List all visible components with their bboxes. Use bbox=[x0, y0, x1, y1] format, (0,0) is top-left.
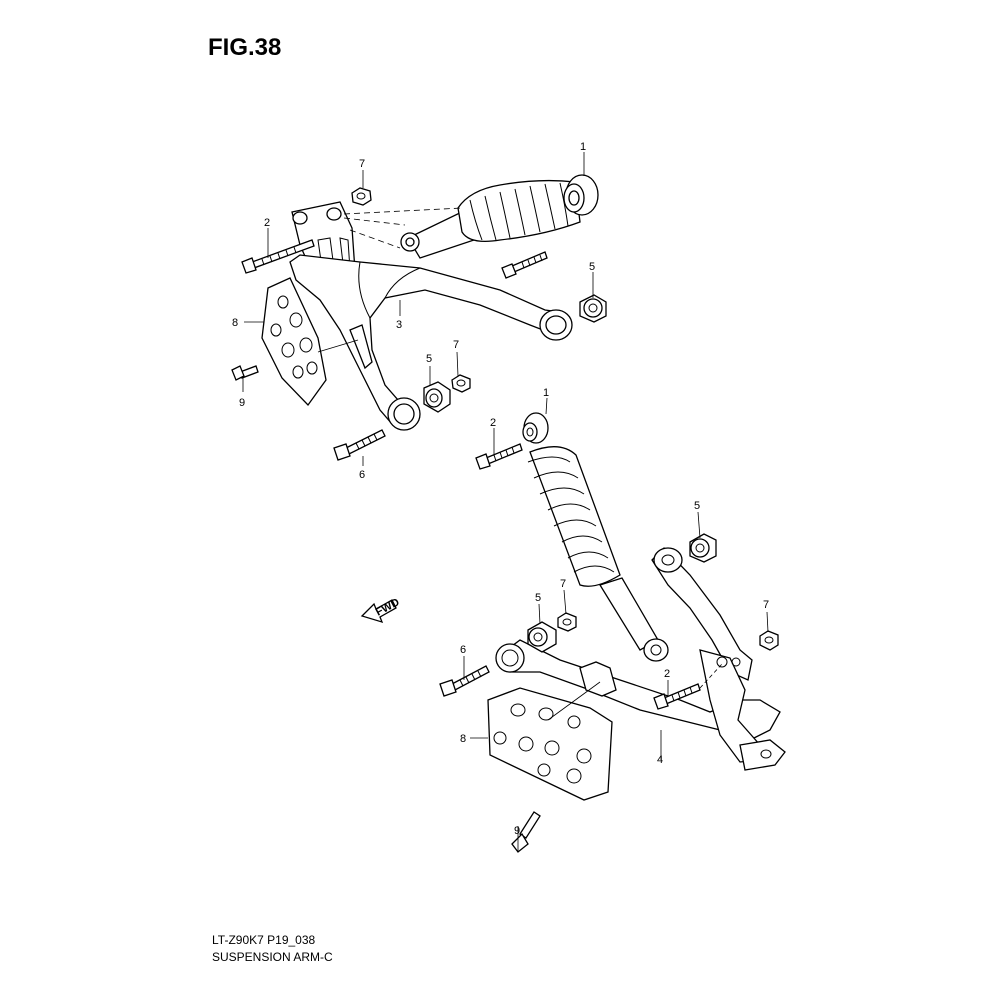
callout-bolt-pivot-lower: 6 bbox=[460, 644, 466, 656]
figure-name: SUSPENSION ARM-C bbox=[212, 950, 333, 964]
suspension-arm-lower bbox=[495, 547, 786, 771]
callout-bushing-lower-right: 5 bbox=[694, 500, 700, 512]
callout-plate-upper: 8 bbox=[232, 317, 238, 329]
bushing-upper-right bbox=[579, 294, 607, 323]
figure-title: FIG.38 bbox=[208, 34, 282, 61]
bushing-lower-left bbox=[527, 621, 557, 653]
callouts: 1 7 2 5 8 3 5 7 9 1 2 6 5 5 7 7 6 2 8 4 … bbox=[232, 141, 769, 837]
bolt-mount-upper bbox=[241, 239, 315, 274]
callout-nut-lower-right: 7 bbox=[763, 599, 769, 611]
callout-screw-lower: 9 bbox=[514, 825, 520, 837]
callout-shock-upper: 1 bbox=[580, 141, 586, 153]
leader-lines bbox=[242, 152, 769, 852]
lower-assembly bbox=[439, 412, 786, 853]
callout-bushing-lower-left: 5 bbox=[535, 592, 541, 604]
callout-bolt-upper: 2 bbox=[264, 217, 270, 229]
footrest-plate-upper bbox=[261, 277, 359, 407]
callout-nut-upper: 7 bbox=[359, 158, 365, 170]
figure-footer: LT-Z90K7 P19_038 SUSPENSION ARM-C bbox=[212, 932, 333, 966]
upper-assembly bbox=[231, 174, 607, 461]
callout-bolt-mount-lower: 2 bbox=[664, 668, 670, 680]
callout-arm-lower: 4 bbox=[657, 754, 663, 766]
nut-lower-right bbox=[759, 630, 779, 651]
shock-absorber-lower bbox=[522, 412, 669, 662]
callout-bolt-shock-lower: 2 bbox=[490, 417, 496, 429]
screw-upper bbox=[231, 365, 259, 381]
nut-upper-top bbox=[351, 187, 372, 206]
callout-bushing-upper-left: 5 bbox=[426, 353, 432, 365]
fwd-label: FWD bbox=[374, 596, 402, 618]
callout-screw-upper: 9 bbox=[239, 397, 245, 409]
bolt-pivot-lower bbox=[439, 665, 490, 697]
bolt-mount-lower bbox=[653, 663, 723, 710]
fwd-arrow-icon: FWD bbox=[360, 596, 402, 624]
bolt-shock-upper bbox=[501, 251, 548, 279]
suspension-arm-upper bbox=[289, 254, 573, 431]
callout-bushing-upper-right: 5 bbox=[589, 261, 595, 273]
callout-shock-lower: 1 bbox=[543, 387, 549, 399]
nut-lower-middle bbox=[557, 612, 577, 632]
shock-absorber-upper bbox=[400, 174, 599, 259]
bushing-upper-left bbox=[423, 381, 451, 413]
callout-nut-lower-middle: 7 bbox=[560, 578, 566, 590]
footrest-plate-lower bbox=[487, 681, 613, 801]
bolt-pivot-upper bbox=[333, 429, 386, 461]
figure-code: LT-Z90K7 P19_038 bbox=[212, 933, 316, 947]
bolt-shock-lower bbox=[475, 443, 523, 470]
nut-upper-bottom bbox=[451, 374, 471, 393]
callout-nut-upper-bottom: 7 bbox=[453, 339, 459, 351]
callout-plate-lower: 8 bbox=[460, 733, 466, 745]
callout-arm-upper: 3 bbox=[396, 319, 402, 331]
callout-bolt-pivot-upper: 6 bbox=[359, 469, 365, 481]
screw-lower bbox=[511, 811, 541, 853]
bushing-lower-right bbox=[689, 533, 717, 563]
